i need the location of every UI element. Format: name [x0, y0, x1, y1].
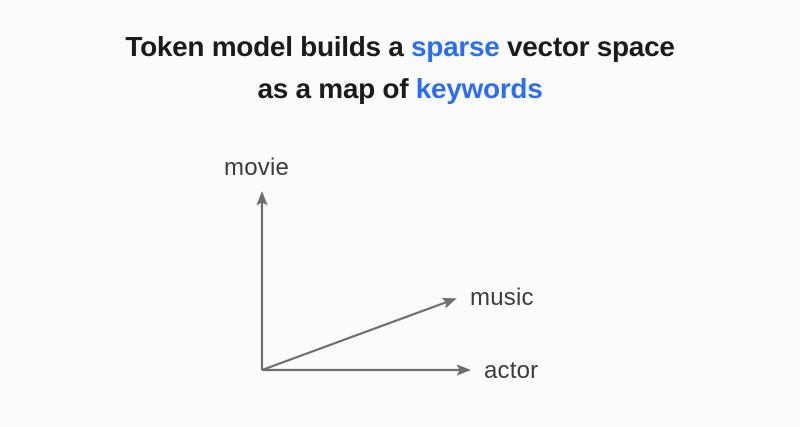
- title-highlight-keywords: keywords: [415, 73, 543, 104]
- axis-line-music: [261, 297, 457, 372]
- axis-label-actor: actor: [484, 357, 539, 384]
- axes-svg: [256, 191, 471, 376]
- axis-label-movie: movie: [224, 154, 290, 181]
- title-line-1-text-after: vector space: [499, 31, 675, 62]
- title-highlight-sparse: sparse: [411, 31, 500, 62]
- title-line-1-text-before: Token model builds a: [125, 31, 412, 62]
- title-line-1: Token model builds a sparse vector space: [0, 26, 800, 68]
- vector-space-diagram: movie music actor: [0, 120, 800, 427]
- axis-label-music: music: [470, 284, 534, 311]
- page-title: Token model builds a sparse vector space…: [0, 26, 800, 110]
- title-line-2: as a map of keywords: [0, 68, 800, 110]
- title-line-2-text-before: as a map of: [257, 73, 416, 104]
